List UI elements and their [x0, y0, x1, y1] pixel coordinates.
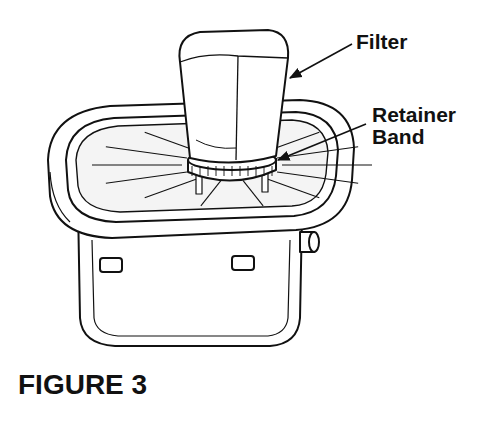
latch-tab: [232, 256, 254, 270]
lid-fin: [106, 172, 187, 183]
part-label: Retainer Band: [372, 104, 472, 148]
part-label: Filter: [356, 31, 466, 53]
band-rib: [200, 166, 201, 176]
body-contour: [92, 240, 290, 336]
leader-line: [278, 124, 366, 160]
band-rib: [256, 166, 257, 176]
port-opening: [309, 232, 319, 252]
filter-fold: [236, 56, 238, 160]
lid-fin: [201, 181, 221, 206]
lid-fin: [263, 178, 319, 198]
band-rib: [240, 166, 241, 176]
lid-fin: [106, 147, 187, 158]
filter-bag: [179, 30, 288, 163]
band-rib: [232, 166, 233, 176]
band-rib: [272, 166, 273, 176]
lid-fin: [277, 172, 358, 183]
band-ribs: [192, 166, 272, 176]
band-rib: [264, 166, 265, 176]
filter-crease: [196, 140, 236, 148]
lid-fin: [282, 164, 372, 165]
band-rib: [248, 166, 249, 176]
band-rib: [224, 166, 225, 176]
lid-fin: [243, 181, 263, 206]
leader-line: [290, 44, 352, 78]
latch-tab: [100, 258, 122, 272]
figure-caption: FIGURE 3: [18, 370, 147, 399]
lid-fin: [92, 164, 182, 165]
filter-top-seam: [180, 55, 288, 62]
band-rib: [216, 166, 217, 176]
lid-fin: [277, 147, 358, 158]
lid-fin: [145, 178, 201, 198]
band-rib: [192, 166, 193, 176]
band-rib: [208, 166, 209, 176]
